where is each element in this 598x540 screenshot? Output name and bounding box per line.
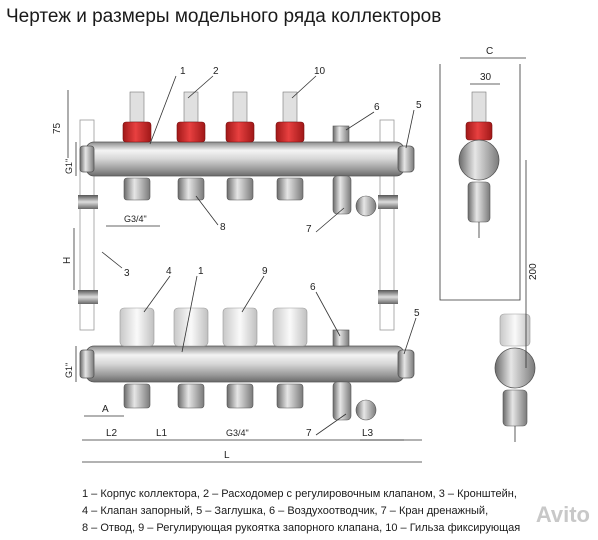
flowmeter-2 (176, 91, 206, 143)
dimension-lines (67, 57, 527, 463)
dim-c: C (486, 46, 493, 57)
side-view (439, 64, 536, 442)
flowmeter-1 (122, 91, 152, 143)
callout-5b: 5 (414, 308, 420, 319)
callout-1: 1 (180, 66, 186, 77)
dim-a: A (102, 404, 109, 415)
legend-line-1: 1 – Корпус коллектора, 2 – Расходомер с … (82, 488, 517, 500)
callout-3: 3 (124, 268, 130, 279)
upper-collector (79, 141, 415, 177)
dim-h: H (62, 257, 73, 264)
callout-5: 5 (416, 100, 422, 111)
bracket-left (78, 119, 98, 331)
legend-line-3: 8 – Отвод, 9 – Регулирующая рукоятка зап… (82, 522, 521, 534)
legend-line-2: 4 – Клапан запорный, 5 – Заглушка, 6 – В… (82, 505, 489, 517)
lower-collector (79, 345, 415, 383)
page-title: Чертеж и размеры модельного ряда коллект… (6, 6, 442, 27)
drain-valve-lower (332, 381, 377, 421)
dim-l3: L3 (362, 428, 374, 439)
callout-10: 10 (314, 66, 326, 77)
dim-g1-top: G1" (64, 159, 74, 174)
callout-8: 8 (220, 222, 226, 233)
legend: 1 – Корпус коллектора, 2 – Расходомер с … (82, 486, 520, 537)
dim-g1-bot: G1" (64, 363, 74, 378)
callout-2: 2 (213, 66, 219, 77)
dim-g34-top: G3/4" (124, 214, 147, 224)
bracket-right (378, 119, 398, 331)
dim-l2: L2 (106, 428, 118, 439)
dim-l1: L1 (156, 428, 168, 439)
dim-200: 200 (528, 263, 539, 280)
flowmeter-4 (275, 91, 305, 143)
upper-outlets (123, 177, 304, 201)
dim-g34-bot: G3/4" (226, 428, 249, 438)
callout-1b: 1 (198, 266, 204, 277)
dim-30: 30 (480, 72, 492, 83)
callout-6b: 6 (310, 282, 316, 293)
callout-7: 7 (306, 224, 312, 235)
valve-caps (119, 307, 308, 347)
leader-lines (101, 75, 417, 436)
air-vent-upper (332, 125, 350, 143)
callout-6: 6 (374, 102, 380, 113)
watermark: Avito (535, 502, 590, 527)
callout-9: 9 (262, 266, 268, 277)
dim-75: 75 (52, 122, 63, 134)
lower-outlets (123, 383, 304, 409)
drain-valve-upper (332, 175, 377, 217)
callout-4: 4 (166, 266, 172, 277)
air-vent-lower (332, 329, 350, 347)
flowmeter-3 (225, 91, 255, 143)
callout-7b: 7 (306, 428, 312, 439)
dim-l: L (224, 450, 230, 461)
